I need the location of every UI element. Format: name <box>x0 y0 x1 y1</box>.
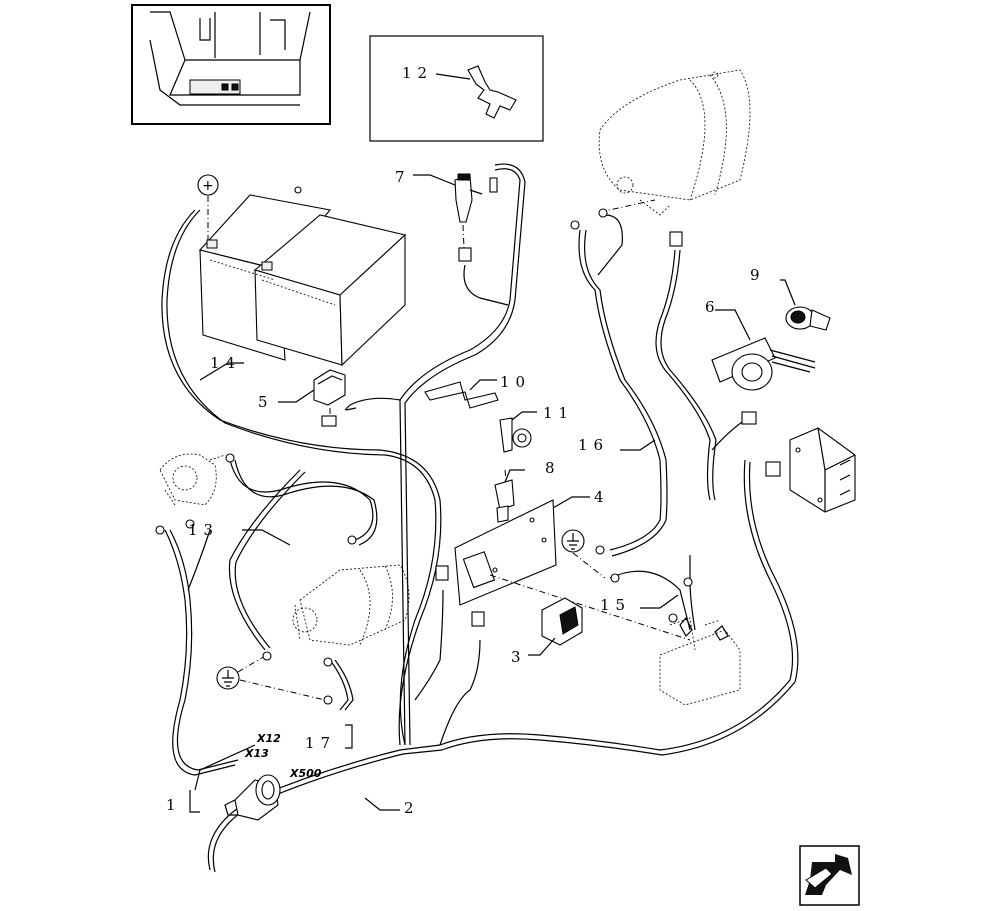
positive-terminal-symbol: + <box>197 174 219 240</box>
callout-6: 6 <box>705 298 721 316</box>
alternator-small <box>159 453 226 506</box>
connector-x12: X12 <box>256 732 281 745</box>
callout-1: 1 <box>166 796 182 814</box>
callout-11: 11 <box>543 404 574 422</box>
wire-harness <box>161 163 799 873</box>
callout-12: 12 <box>402 64 433 82</box>
ground-symbol-right <box>561 529 606 579</box>
item-11-clip <box>499 417 532 453</box>
previous-page-arrow-icon[interactable] <box>799 845 860 906</box>
callout-17: 17 <box>305 734 336 752</box>
item-4-plate <box>454 499 691 641</box>
callout-10: 10 <box>500 373 531 391</box>
item-3-switch <box>541 597 583 646</box>
callout-2: 2 <box>404 799 420 817</box>
callout-3: 3 <box>511 648 527 666</box>
item-5-relay <box>313 369 357 427</box>
callout-13: 13 <box>188 521 219 539</box>
item-10-bracket <box>424 381 499 409</box>
location-inset <box>131 4 331 125</box>
callout-7: 7 <box>395 168 411 186</box>
callout-14: 14 <box>210 354 241 372</box>
item-12-box: 12 <box>369 35 544 142</box>
ground-symbol-left <box>216 655 326 701</box>
callout-9: 9 <box>750 266 766 284</box>
callout-8: 8 <box>545 459 561 477</box>
callout-4: 4 <box>594 488 610 506</box>
item-8-holder <box>494 469 515 523</box>
item-9-socket <box>785 306 831 331</box>
connector-x13: X13 <box>244 747 269 760</box>
callout-15: 15 <box>600 596 631 614</box>
relay-box <box>659 616 741 706</box>
positive-sign: + <box>202 178 214 194</box>
callout-16: 16 <box>578 436 609 454</box>
leader-lines <box>189 174 796 813</box>
batteries <box>198 186 407 367</box>
connector-x500: X500 <box>289 767 322 780</box>
callout-5: 5 <box>258 393 274 411</box>
starter-motor <box>292 564 410 646</box>
alternator <box>598 69 751 216</box>
control-unit <box>789 427 856 513</box>
item-7-sensor <box>454 173 498 262</box>
x500-connector <box>224 774 281 821</box>
item-6-horn <box>711 337 816 391</box>
harness-connectors <box>155 208 781 705</box>
